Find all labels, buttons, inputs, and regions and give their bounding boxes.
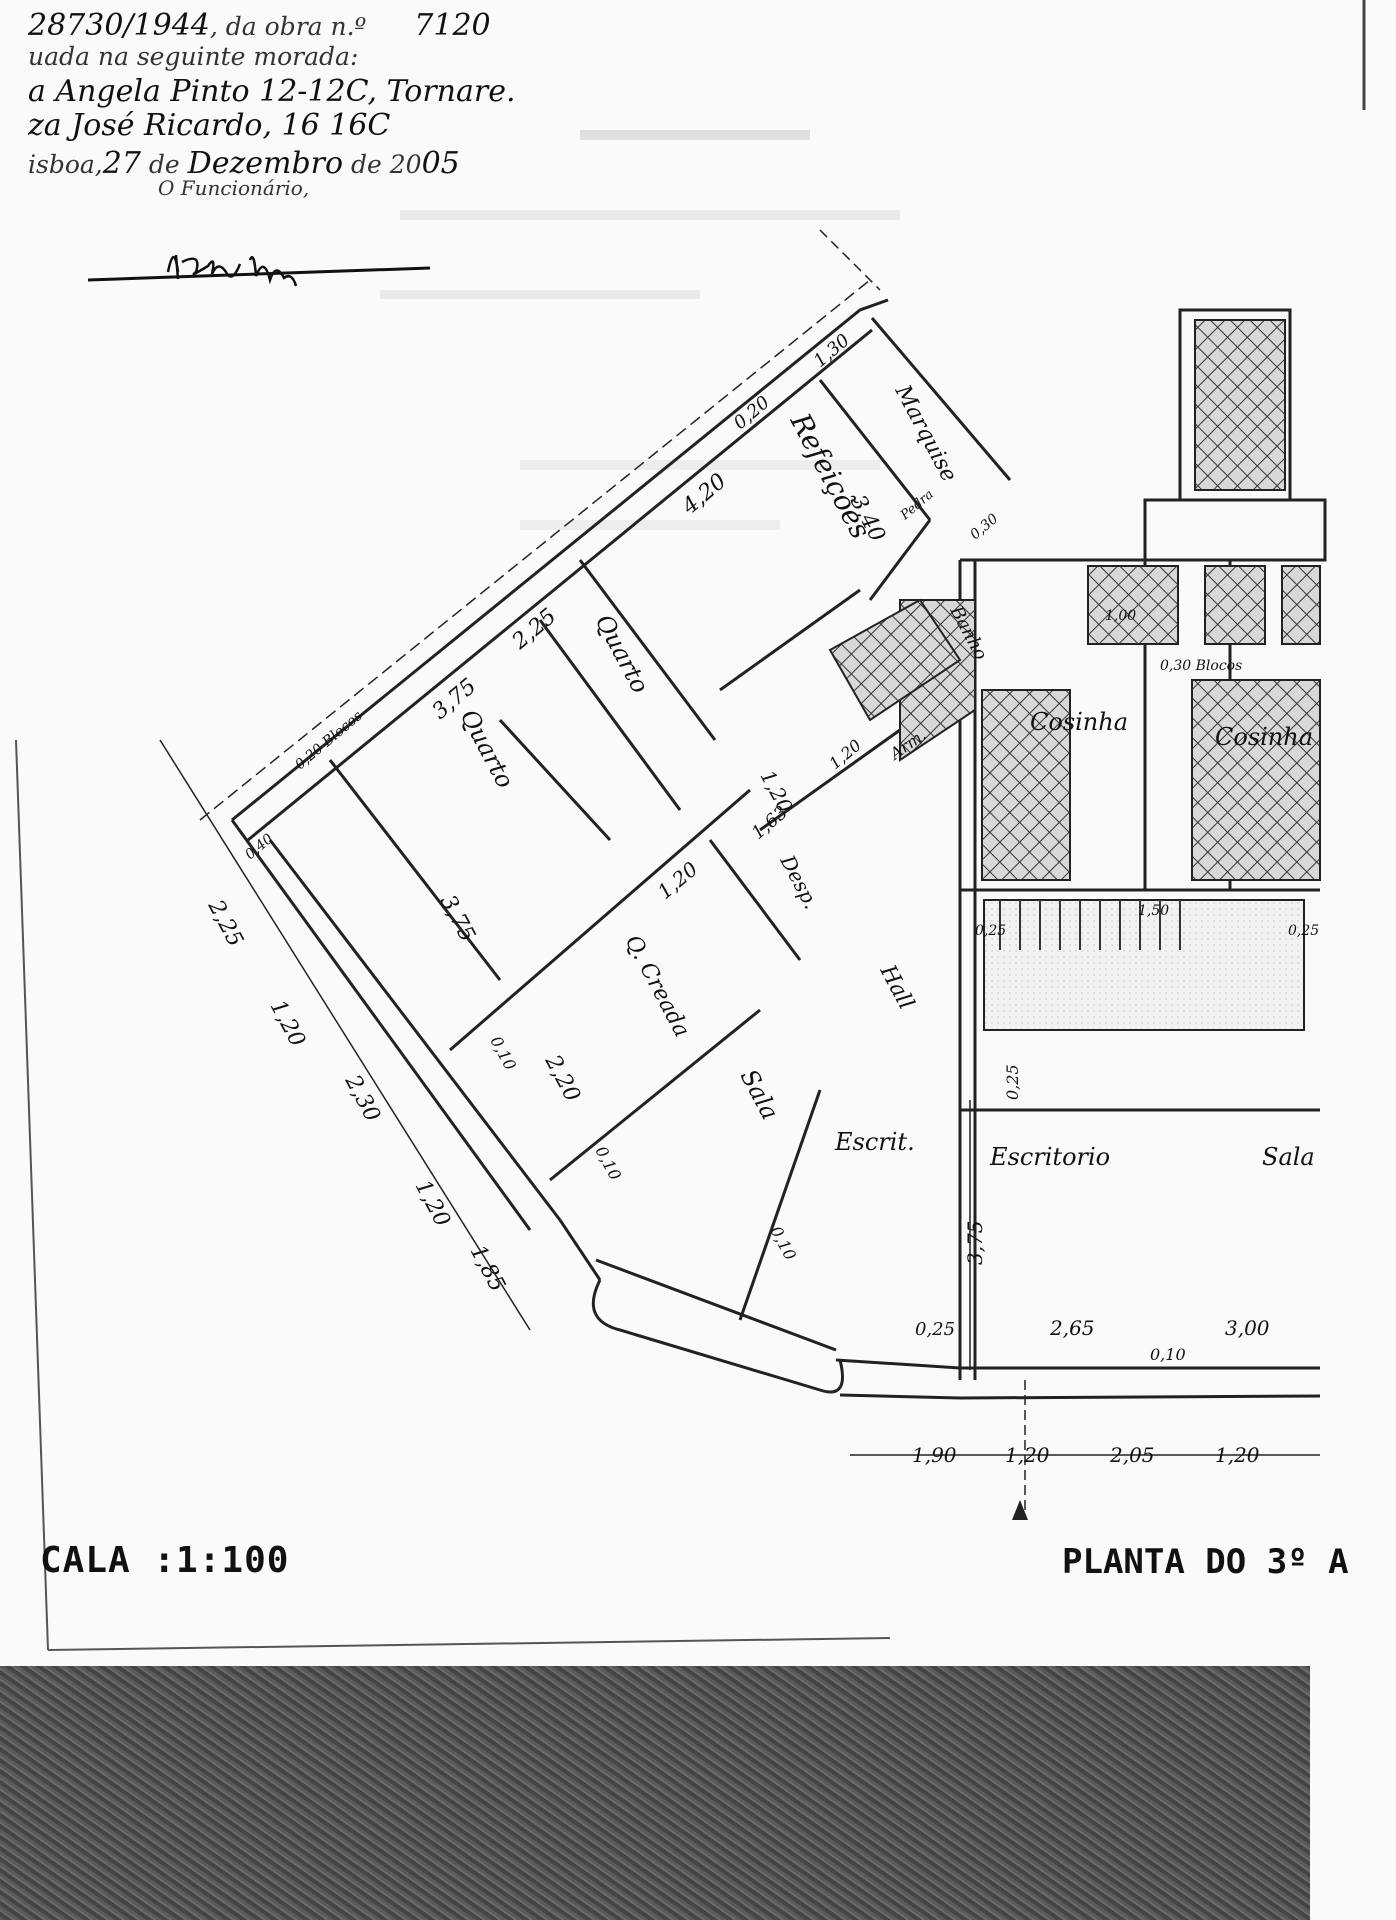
dim-1-85: 1,85 (465, 1241, 510, 1296)
room-marquise: Marquise (889, 380, 961, 486)
date-day: 27 (102, 146, 141, 181)
dim-0-20-blocos: 0,20 Blocos (292, 708, 365, 773)
dim-2-05: 2,05 (1109, 1443, 1155, 1467)
obra-number: 7120 (414, 8, 491, 43)
stamp-date-line: isboa,27 de Dezembro de 2005 (28, 146, 460, 181)
obra-label: , da obra n.º (209, 12, 367, 41)
room-quarto-2: Quarto (455, 705, 520, 793)
dim-4-20: 4,20 (677, 469, 731, 520)
scale-label: CALA :1:100 (40, 1540, 290, 1581)
dim-1-20-b: 1,20 (653, 857, 703, 904)
room-sala: Sala (735, 1065, 784, 1125)
dim-0-25-a: 0,25 (1003, 1064, 1022, 1100)
plan-title: PLANTA DO 3º A (1062, 1542, 1349, 1582)
registration-number: 28730/1944 (28, 8, 210, 43)
dim-3-75-b: 3,75 (435, 891, 480, 946)
room-cosinha-1: Cosinha (1030, 708, 1128, 736)
dim-2-25-a: 2,25 (507, 604, 561, 655)
room-q-creada: Q. Creada (620, 931, 694, 1041)
dim-1-20-e: 1,20 (410, 1176, 455, 1231)
dim-2-65: 2,65 (1049, 1316, 1095, 1340)
address-line-2: za José Ricardo, 16 16C (28, 108, 391, 143)
date-year-suffix: 05 (421, 146, 460, 181)
dim-1-00: 1,00 (1105, 608, 1136, 624)
signature (166, 254, 298, 287)
room-desp: Desp. (775, 850, 824, 913)
dim-0-25-d: 0,25 (1288, 923, 1319, 939)
de-label-1: de (148, 150, 180, 179)
section-arrow-icon (1012, 1500, 1028, 1520)
dim-0-10-d: 0,10 (1150, 1345, 1186, 1364)
funcionario-label: O Funcionário, (158, 176, 310, 200)
room-sala-2: Sala (1262, 1143, 1315, 1171)
city-label: isboa, (28, 150, 103, 179)
scan-shadow-band (0, 1666, 1310, 1920)
dim-1-20-f: 1,20 (1005, 1443, 1050, 1467)
dim-1-50: 1,50 (1138, 903, 1169, 919)
room-cosinha-2: Cosinha (1215, 723, 1313, 751)
dim-1-30: 1,30 (810, 330, 854, 372)
dim-2-20: 2,20 (539, 1050, 585, 1106)
room-quarto-1: Quarto (590, 610, 655, 698)
dim-3-00: 3,00 (1225, 1316, 1270, 1340)
room-escritorio: Escritorio (989, 1143, 1110, 1171)
dim-0-25-c: 0,25 (975, 923, 1006, 939)
dim-2-30: 2,30 (339, 1070, 385, 1126)
dim-1-90: 1,90 (912, 1443, 957, 1467)
date-month: Dezembro (187, 146, 344, 181)
de-label-2: de 20 (351, 150, 422, 179)
dim-0-25-b: 0,25 (915, 1319, 955, 1340)
dim-1-20-d: 1,20 (265, 996, 310, 1051)
dim-0-30-blocos: 0,30 Blocos (1160, 658, 1242, 674)
stamp-morada-label: uada na seguinte morada: (28, 42, 359, 71)
dim-0-10-a: 0,10 (486, 1033, 520, 1073)
dim-0-10-b: 0,10 (591, 1143, 625, 1183)
stamp-line-registration: 28730/1944, da obra n.º 7120 (28, 8, 491, 43)
dim-1-20-g: 1,20 (1215, 1443, 1260, 1467)
room-escrit: Escrit. (834, 1128, 915, 1156)
room-hall: Hall (874, 960, 918, 1014)
dim-3-75-c: 3,75 (963, 1220, 987, 1265)
label-pedra: Pedra (897, 487, 937, 524)
dim-2-25-b: 2,25 (202, 895, 248, 951)
dim-0-30: 0,30 (967, 511, 1001, 543)
address-line-1: a Angela Pinto 12-12C, Tornare. (28, 74, 516, 109)
dim-0-10-c: 0,10 (766, 1223, 800, 1263)
